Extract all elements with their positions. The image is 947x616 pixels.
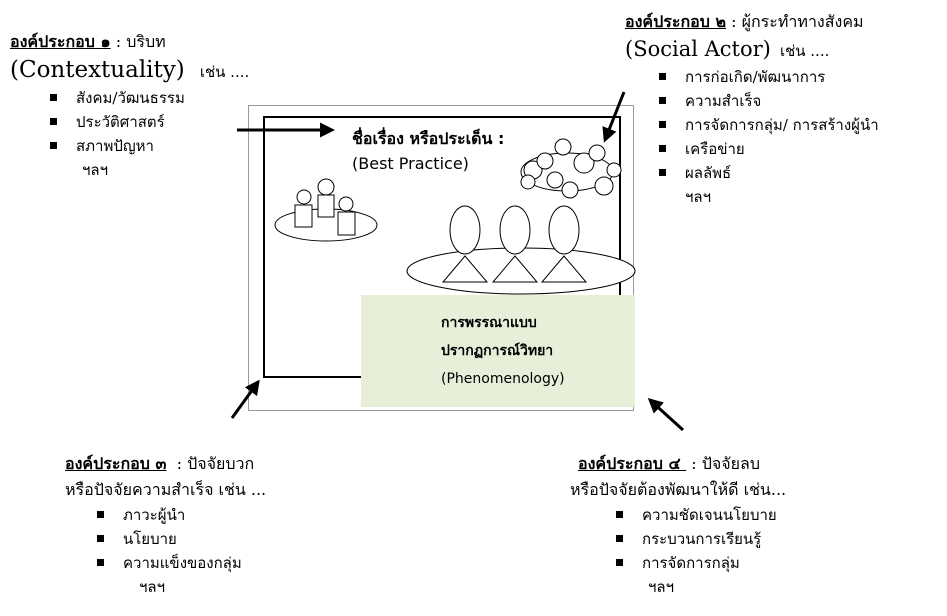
component-3-list: ภาวะผู้นำ นโยบาย ความแข็งของกลุ่ม (95, 503, 266, 575)
method-line-3: (Phenomenology) (441, 371, 565, 387)
component-1-list: สังคม/วัฒนธรรม ประวัติศาสตร์ สภาพปัญหา (48, 86, 249, 158)
component-1-subheading: (Contextuality) เช่น .... (10, 57, 249, 84)
list-item: สภาพปัญหา (48, 134, 249, 158)
component-2-etc: ฯลฯ (685, 188, 712, 206)
list-item: ความสำเร็จ (657, 89, 879, 113)
component-1: องค์ประกอบ ๑ : บริบท (Contextuality) เช่… (10, 30, 249, 182)
component-2-separator: : (726, 12, 742, 31)
component-4-separator: : (686, 454, 702, 473)
component-2-english: (Social Actor) (625, 37, 771, 61)
method-box: การพรรณาแบบ ปรากฏการณ์วิทยา (Phenomenolo… (361, 295, 635, 407)
list-item: ภาวะผู้นำ (95, 503, 266, 527)
arrow-actor-to-group (602, 91, 626, 143)
component-4-heading: องค์ประกอบ ๔ : ปัจจัยลบ (578, 451, 786, 477)
component-2-title: ผู้กระทำทางสังคม (741, 12, 864, 31)
component-3-title: ปัจจัยบวก (187, 454, 255, 473)
list-item: ผลลัพธ์ (657, 161, 879, 185)
arrow-negative-factor (647, 397, 685, 432)
component-4-label: องค์ประกอบ ๔ (578, 454, 687, 473)
component-3-separator: : (166, 454, 188, 473)
method-line-1: การพรรณาแบบ (441, 315, 537, 331)
center-subtitle: (Best Practice) (352, 154, 469, 173)
component-3-line2: หรือปัจจัยความสำเร็จ เช่น ... (65, 480, 267, 499)
list-item: การจัดการกลุ่ม/ การสร้างผู้นำ (657, 113, 879, 137)
component-1-suffix: เช่น .... (199, 63, 250, 81)
component-4-etc: ฯลฯ (648, 578, 675, 596)
component-2-label: องค์ประกอบ ๒ (625, 12, 727, 31)
list-item: สังคม/วัฒนธรรม (48, 86, 249, 110)
component-2-subheading: (Social Actor) เช่น .... (625, 37, 879, 63)
arrow-positive-factor (230, 379, 260, 419)
list-item: เครือข่าย (657, 137, 879, 161)
component-3-label: องค์ประกอบ ๓ (65, 454, 167, 473)
component-2-heading: องค์ประกอบ ๒ : ผู้กระทำทางสังคม (625, 10, 879, 35)
component-4-list: ความชัดเจนนโยบาย กระบวนการเรียนรู้ การจั… (614, 503, 786, 575)
list-item: ประวัติศาสตร์ (48, 110, 249, 134)
list-item: ความแข็งของกลุ่ม (95, 551, 266, 575)
component-1-etc: ฯลฯ (82, 161, 109, 179)
list-item: การจัดการกลุ่ม (614, 551, 786, 575)
center-topic: ชื่อเรื่อง หรือประเด็น : (352, 129, 505, 148)
component-1-heading: องค์ประกอบ ๑ : บริบท (10, 30, 249, 55)
component-1-english: (Contextuality) (10, 57, 185, 83)
component-4-title: ปัจจัยลบ (701, 454, 760, 473)
component-2-list: การก่อเกิด/พัฒนาการ ความสำเร็จ การจัดการ… (657, 65, 879, 185)
list-item: นโยบาย (95, 527, 266, 551)
small-group-icon (274, 178, 378, 242)
large-group-icon (406, 205, 636, 295)
list-item: การก่อเกิด/พัฒนาการ (657, 65, 879, 89)
outer-frame (248, 105, 634, 411)
network-cluster-icon (520, 138, 622, 199)
component-3-etc: ฯลฯ (139, 578, 166, 596)
component-3: องค์ประกอบ ๓ : ปัจจัยบวก หรือปัจจัยความส… (65, 451, 266, 599)
method-line-2: ปรากฏการณ์วิทยา (441, 343, 554, 359)
component-2-suffix: เช่น .... (779, 42, 830, 60)
list-item: กระบวนการเรียนรู้ (614, 527, 786, 551)
component-3-heading: องค์ประกอบ ๓ : ปัจจัยบวก (65, 451, 266, 477)
component-1-separator: : (110, 32, 127, 51)
component-2: องค์ประกอบ ๒ : ผู้กระทำทางสังคม (Social … (625, 10, 879, 209)
component-1-label: องค์ประกอบ ๑ (10, 32, 111, 51)
list-item: ความชัดเจนนโยบาย (614, 503, 786, 527)
component-4: องค์ประกอบ ๔ : ปัจจัยลบ หรือปัจจัยต้องพั… (570, 451, 786, 599)
component-4-line2: หรือปัจจัยต้องพัฒนาให้ดี เช่น... (570, 480, 787, 499)
component-1-title: บริบท (126, 32, 166, 51)
